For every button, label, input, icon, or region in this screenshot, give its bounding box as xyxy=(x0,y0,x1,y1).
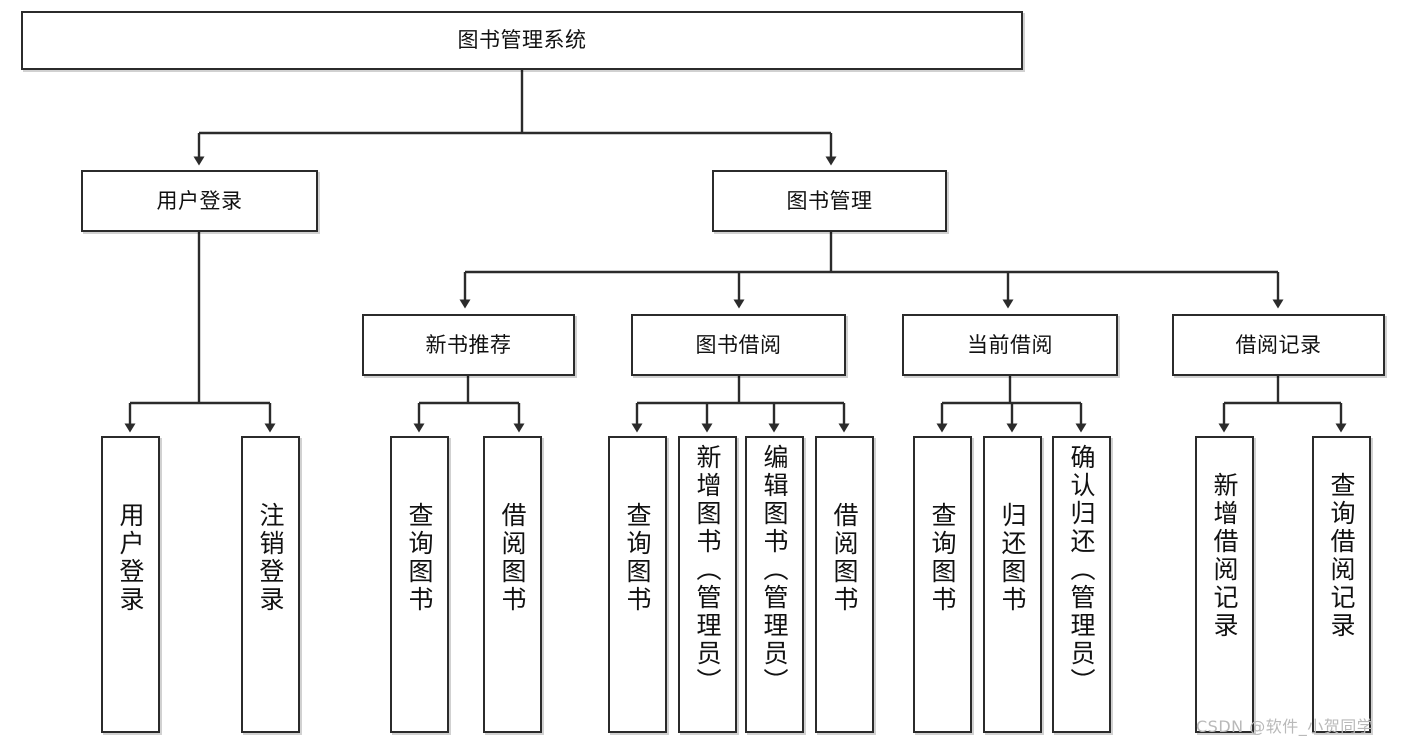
node-root-label: 图书管理系统 xyxy=(457,28,587,53)
node-leaf-logout[interactable]: 注销登录 xyxy=(241,436,300,733)
node-leaf-add-book[interactable]: 新增图书（管理员） xyxy=(678,436,737,733)
node-leaf-add-record-label: 新增借阅记录 xyxy=(1210,472,1239,640)
node-borrow-record[interactable]: 借阅记录 xyxy=(1172,314,1385,376)
node-new-book-rec[interactable]: 新书推荐 xyxy=(362,314,575,376)
node-leaf-query-book-2[interactable]: 查询图书 xyxy=(608,436,667,733)
node-leaf-confirm-return[interactable]: 确认归还（管理员） xyxy=(1052,436,1111,733)
node-leaf-borrow-book-1-label: 借阅图书 xyxy=(498,502,527,614)
node-leaf-add-book-label: 新增图书（管理员） xyxy=(693,444,722,696)
node-book-manage-label: 图书管理 xyxy=(786,188,873,213)
node-book-borrow[interactable]: 图书借阅 xyxy=(631,314,846,376)
node-leaf-query-book-2-label: 查询图书 xyxy=(623,502,652,614)
node-leaf-return-book-label: 归还图书 xyxy=(998,502,1027,614)
node-leaf-user-login-label: 用户登录 xyxy=(116,502,145,614)
node-leaf-query-book-3[interactable]: 查询图书 xyxy=(913,436,972,733)
node-leaf-query-record[interactable]: 查询借阅记录 xyxy=(1312,436,1371,733)
node-leaf-query-record-label: 查询借阅记录 xyxy=(1327,472,1356,640)
node-leaf-query-book-3-label: 查询图书 xyxy=(928,502,957,614)
node-new-book-rec-label: 新书推荐 xyxy=(425,332,512,357)
node-current-borrow[interactable]: 当前借阅 xyxy=(902,314,1118,376)
node-user-login-label: 用户登录 xyxy=(156,188,243,213)
node-root[interactable]: 图书管理系统 xyxy=(21,11,1023,70)
node-user-login[interactable]: 用户登录 xyxy=(81,170,318,232)
node-leaf-logout-label: 注销登录 xyxy=(256,502,285,614)
node-leaf-borrow-book-1[interactable]: 借阅图书 xyxy=(483,436,542,733)
node-leaf-return-book[interactable]: 归还图书 xyxy=(983,436,1042,733)
node-leaf-edit-book[interactable]: 编辑图书（管理员） xyxy=(745,436,804,733)
node-leaf-edit-book-label: 编辑图书（管理员） xyxy=(760,444,789,696)
node-leaf-borrow-book-2[interactable]: 借阅图书 xyxy=(815,436,874,733)
node-leaf-confirm-return-label: 确认归还（管理员） xyxy=(1067,444,1096,696)
watermark-text: CSDN @软件_小贺同学 xyxy=(1196,717,1374,736)
node-book-manage[interactable]: 图书管理 xyxy=(712,170,947,232)
node-leaf-query-book-1[interactable]: 查询图书 xyxy=(390,436,449,733)
node-leaf-borrow-book-2-label: 借阅图书 xyxy=(830,502,859,614)
node-leaf-add-record[interactable]: 新增借阅记录 xyxy=(1195,436,1254,733)
node-borrow-record-label: 借阅记录 xyxy=(1235,332,1322,357)
node-leaf-user-login[interactable]: 用户登录 xyxy=(101,436,160,733)
node-leaf-query-book-1-label: 查询图书 xyxy=(405,502,434,614)
node-current-borrow-label: 当前借阅 xyxy=(967,332,1053,357)
node-book-borrow-label: 图书借阅 xyxy=(695,332,782,357)
